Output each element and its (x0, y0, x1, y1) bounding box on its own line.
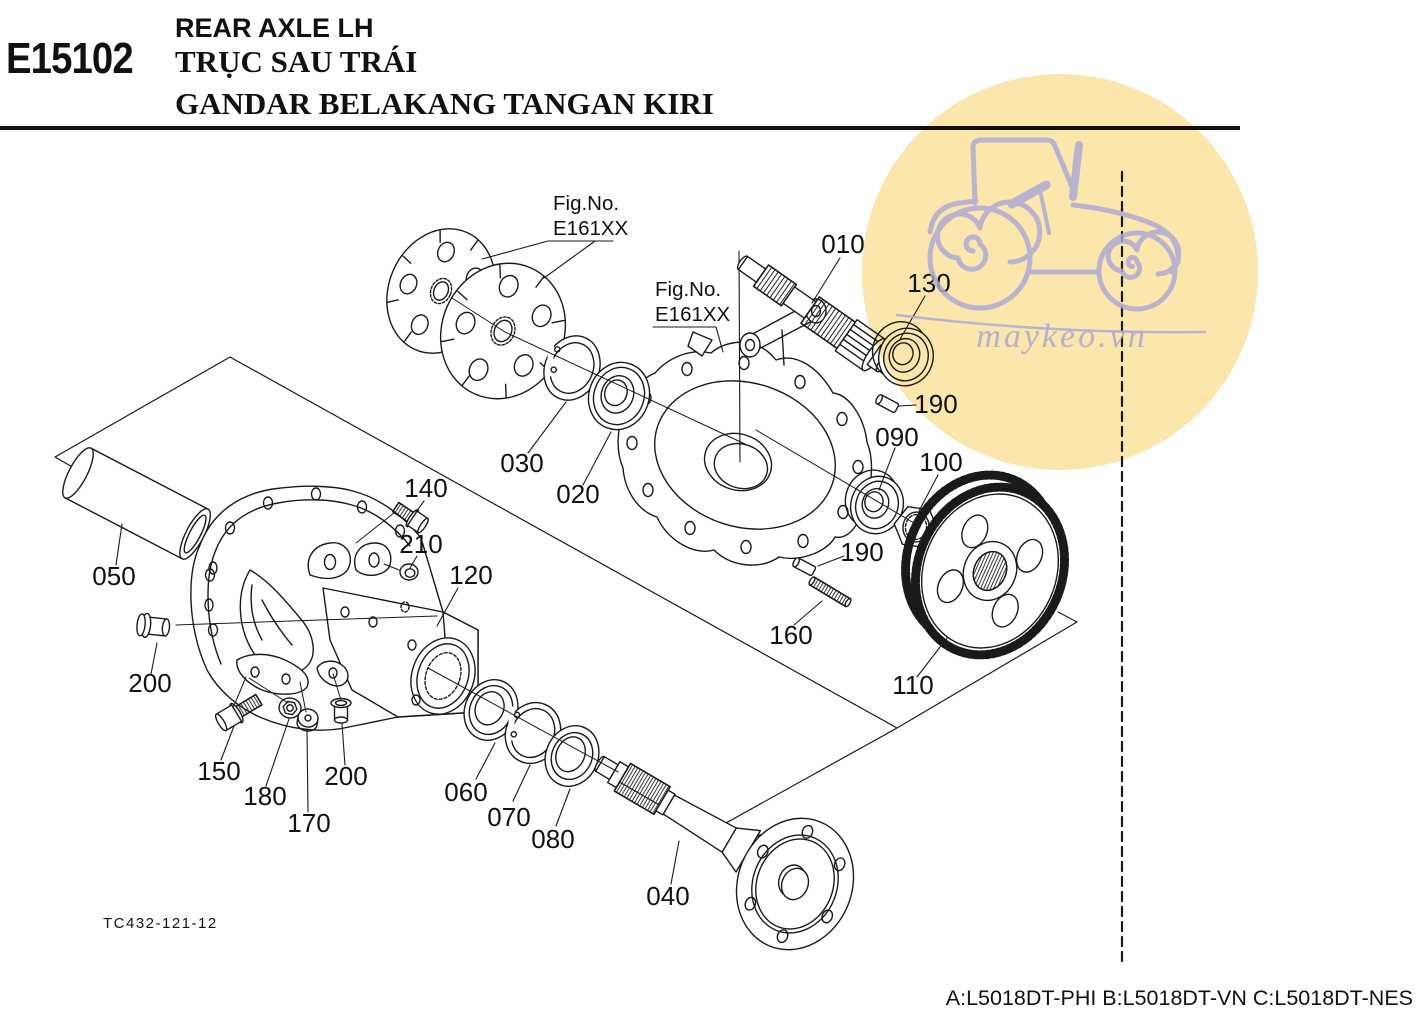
part-pin-190-lower (792, 557, 817, 577)
part-stud-160 (808, 576, 852, 608)
part-gear-110 (901, 470, 1069, 660)
fig-ref-1-line1: Fig.No. (553, 192, 619, 215)
callout-200-left: 200 (128, 668, 171, 698)
part-pipe-050 (62, 447, 211, 560)
page-title-vi: TRỤC SAU TRÁI (175, 44, 418, 79)
callout-040: 040 (646, 881, 689, 911)
centerlines (175, 297, 1078, 773)
part-nut-170 (296, 708, 319, 732)
fig-ref-2-line1: Fig.No. (655, 278, 721, 301)
callout-160: 160 (769, 620, 812, 650)
fig-ref-1-line2: E161XX (553, 217, 629, 240)
callout-170: 170 (287, 808, 330, 838)
part-plug-200-mid (330, 697, 352, 724)
page-code: E15102 (6, 34, 134, 83)
callout-140: 140 (404, 473, 447, 503)
part-bolt-140 (391, 501, 429, 534)
part-bearing-020 (587, 361, 651, 431)
callout-110: 110 (892, 670, 933, 700)
page-title-id: GANDAR BELAKANG TANGAN KIRI (175, 86, 714, 121)
part-snap-ring-030 (543, 335, 601, 401)
callout-050: 050 (92, 561, 135, 591)
callout-190-lower: 190 (840, 537, 883, 567)
part-nut-180 (278, 697, 302, 719)
callout-070: 070 (487, 802, 530, 832)
leader-lines (115, 240, 948, 885)
callout-010: 010 (821, 229, 864, 259)
part-axle-shaft-040 (594, 755, 855, 951)
part-pin-190-upper (875, 394, 900, 414)
part-case-cover (617, 250, 873, 566)
callout-080: 080 (531, 824, 574, 854)
model-applicability: A:L5018DT-PHI B:L5018DT-VN C:L5018DT-NES (945, 986, 1413, 1010)
watermark-text: maykeo.vn (976, 318, 1147, 355)
part-screw-210 (399, 563, 419, 581)
callout-100: 100 (919, 447, 962, 477)
callout-120: 120 (449, 560, 492, 590)
callout-060: 060 (444, 777, 487, 807)
part-bearing-090 (844, 469, 905, 535)
callout-030: 030 (500, 448, 543, 478)
callout-020: 020 (556, 479, 599, 509)
page-title-en: REAR AXLE LH (175, 13, 374, 43)
callout-210: 210 (399, 529, 442, 559)
callout-200-mid: 200 (324, 761, 367, 791)
callout-090: 090 (875, 422, 918, 452)
drawing-code: TC432-121-12 (103, 915, 218, 932)
fig-ref-2-line2: E161XX (655, 303, 731, 326)
part-axle-housing-120 (190, 485, 479, 731)
part-plug-200-left (136, 612, 171, 639)
header-divider (0, 126, 1240, 130)
watermark-tractor-icon (895, 137, 1207, 334)
callout-150: 150 (197, 756, 240, 786)
callout-180: 180 (243, 781, 286, 811)
